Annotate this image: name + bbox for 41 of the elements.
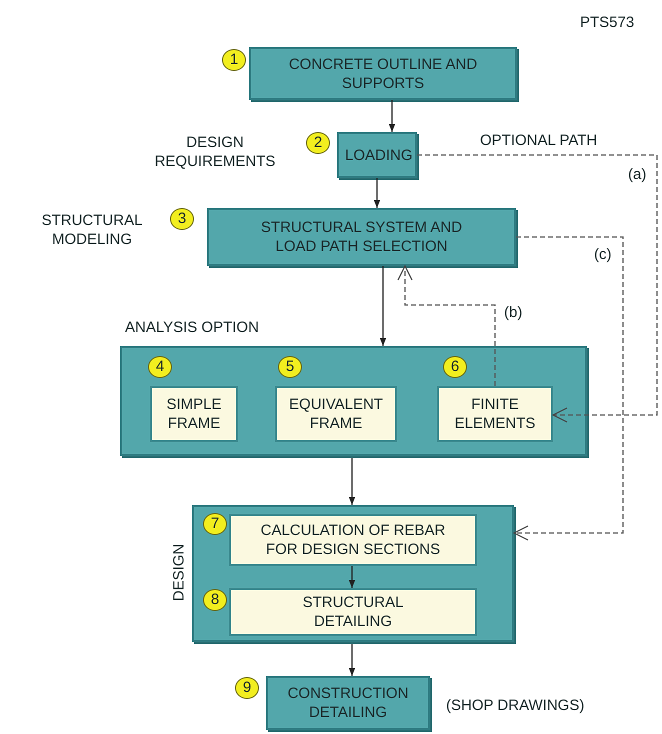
- process-box: [337, 132, 417, 178]
- arrow: [348, 566, 356, 588]
- node-note: (SHOP DRAWINGS): [446, 696, 584, 715]
- edge-label: (a): [627, 166, 648, 183]
- process-box: [207, 208, 516, 266]
- box-label: LOADING: [345, 146, 409, 164]
- annotation-text: PTS573: [580, 13, 634, 32]
- box-label: FINITE ELEMENTS: [454, 395, 536, 433]
- process-box: [249, 47, 517, 100]
- box-label: CALCULATION OF REBAR FOR DESIGN SECTIONS: [260, 521, 446, 559]
- box-label: SIMPLE FRAME: [165, 395, 223, 433]
- step-number: 1: [222, 49, 246, 71]
- box-label: EQUIVALENT FRAME: [288, 395, 384, 433]
- arrow: [348, 458, 356, 505]
- annotation-text: STRUCTURAL MODELING: [40, 211, 144, 249]
- box-label: STRUCTURAL DETAILING: [302, 593, 404, 631]
- box-label: STRUCTURAL SYSTEM AND LOAD PATH SELECTION: [260, 218, 464, 256]
- edge-label: (c): [593, 246, 612, 263]
- section-heading: DESIGN: [169, 544, 188, 602]
- annotation-text: OPTIONAL PATH: [480, 131, 598, 150]
- option-box: [437, 386, 553, 442]
- option-box: [229, 588, 477, 636]
- arrow: [417, 154, 658, 423]
- arrow: [388, 100, 396, 132]
- arrow: [397, 265, 496, 386]
- option-box: [275, 386, 397, 442]
- edge-label: (b): [503, 304, 524, 321]
- arrow: [348, 644, 356, 676]
- process-box: [266, 676, 430, 730]
- step-number: 3: [170, 208, 194, 230]
- step-number: 9: [235, 677, 259, 699]
- step-number: 2: [306, 132, 330, 154]
- section-heading: ANALYSIS OPTION: [125, 318, 259, 337]
- option-box: [150, 386, 238, 442]
- annotation-text: DESIGN REQUIREMENTS: [154, 133, 276, 171]
- arrow: [380, 266, 386, 346]
- box-label: CONSTRUCTION DETAILING: [286, 684, 410, 722]
- arrow: [374, 178, 380, 208]
- option-box: [229, 514, 477, 566]
- box-label: CONCRETE OUTLINE AND SUPPORTS: [288, 54, 478, 92]
- arrow: [513, 236, 624, 541]
